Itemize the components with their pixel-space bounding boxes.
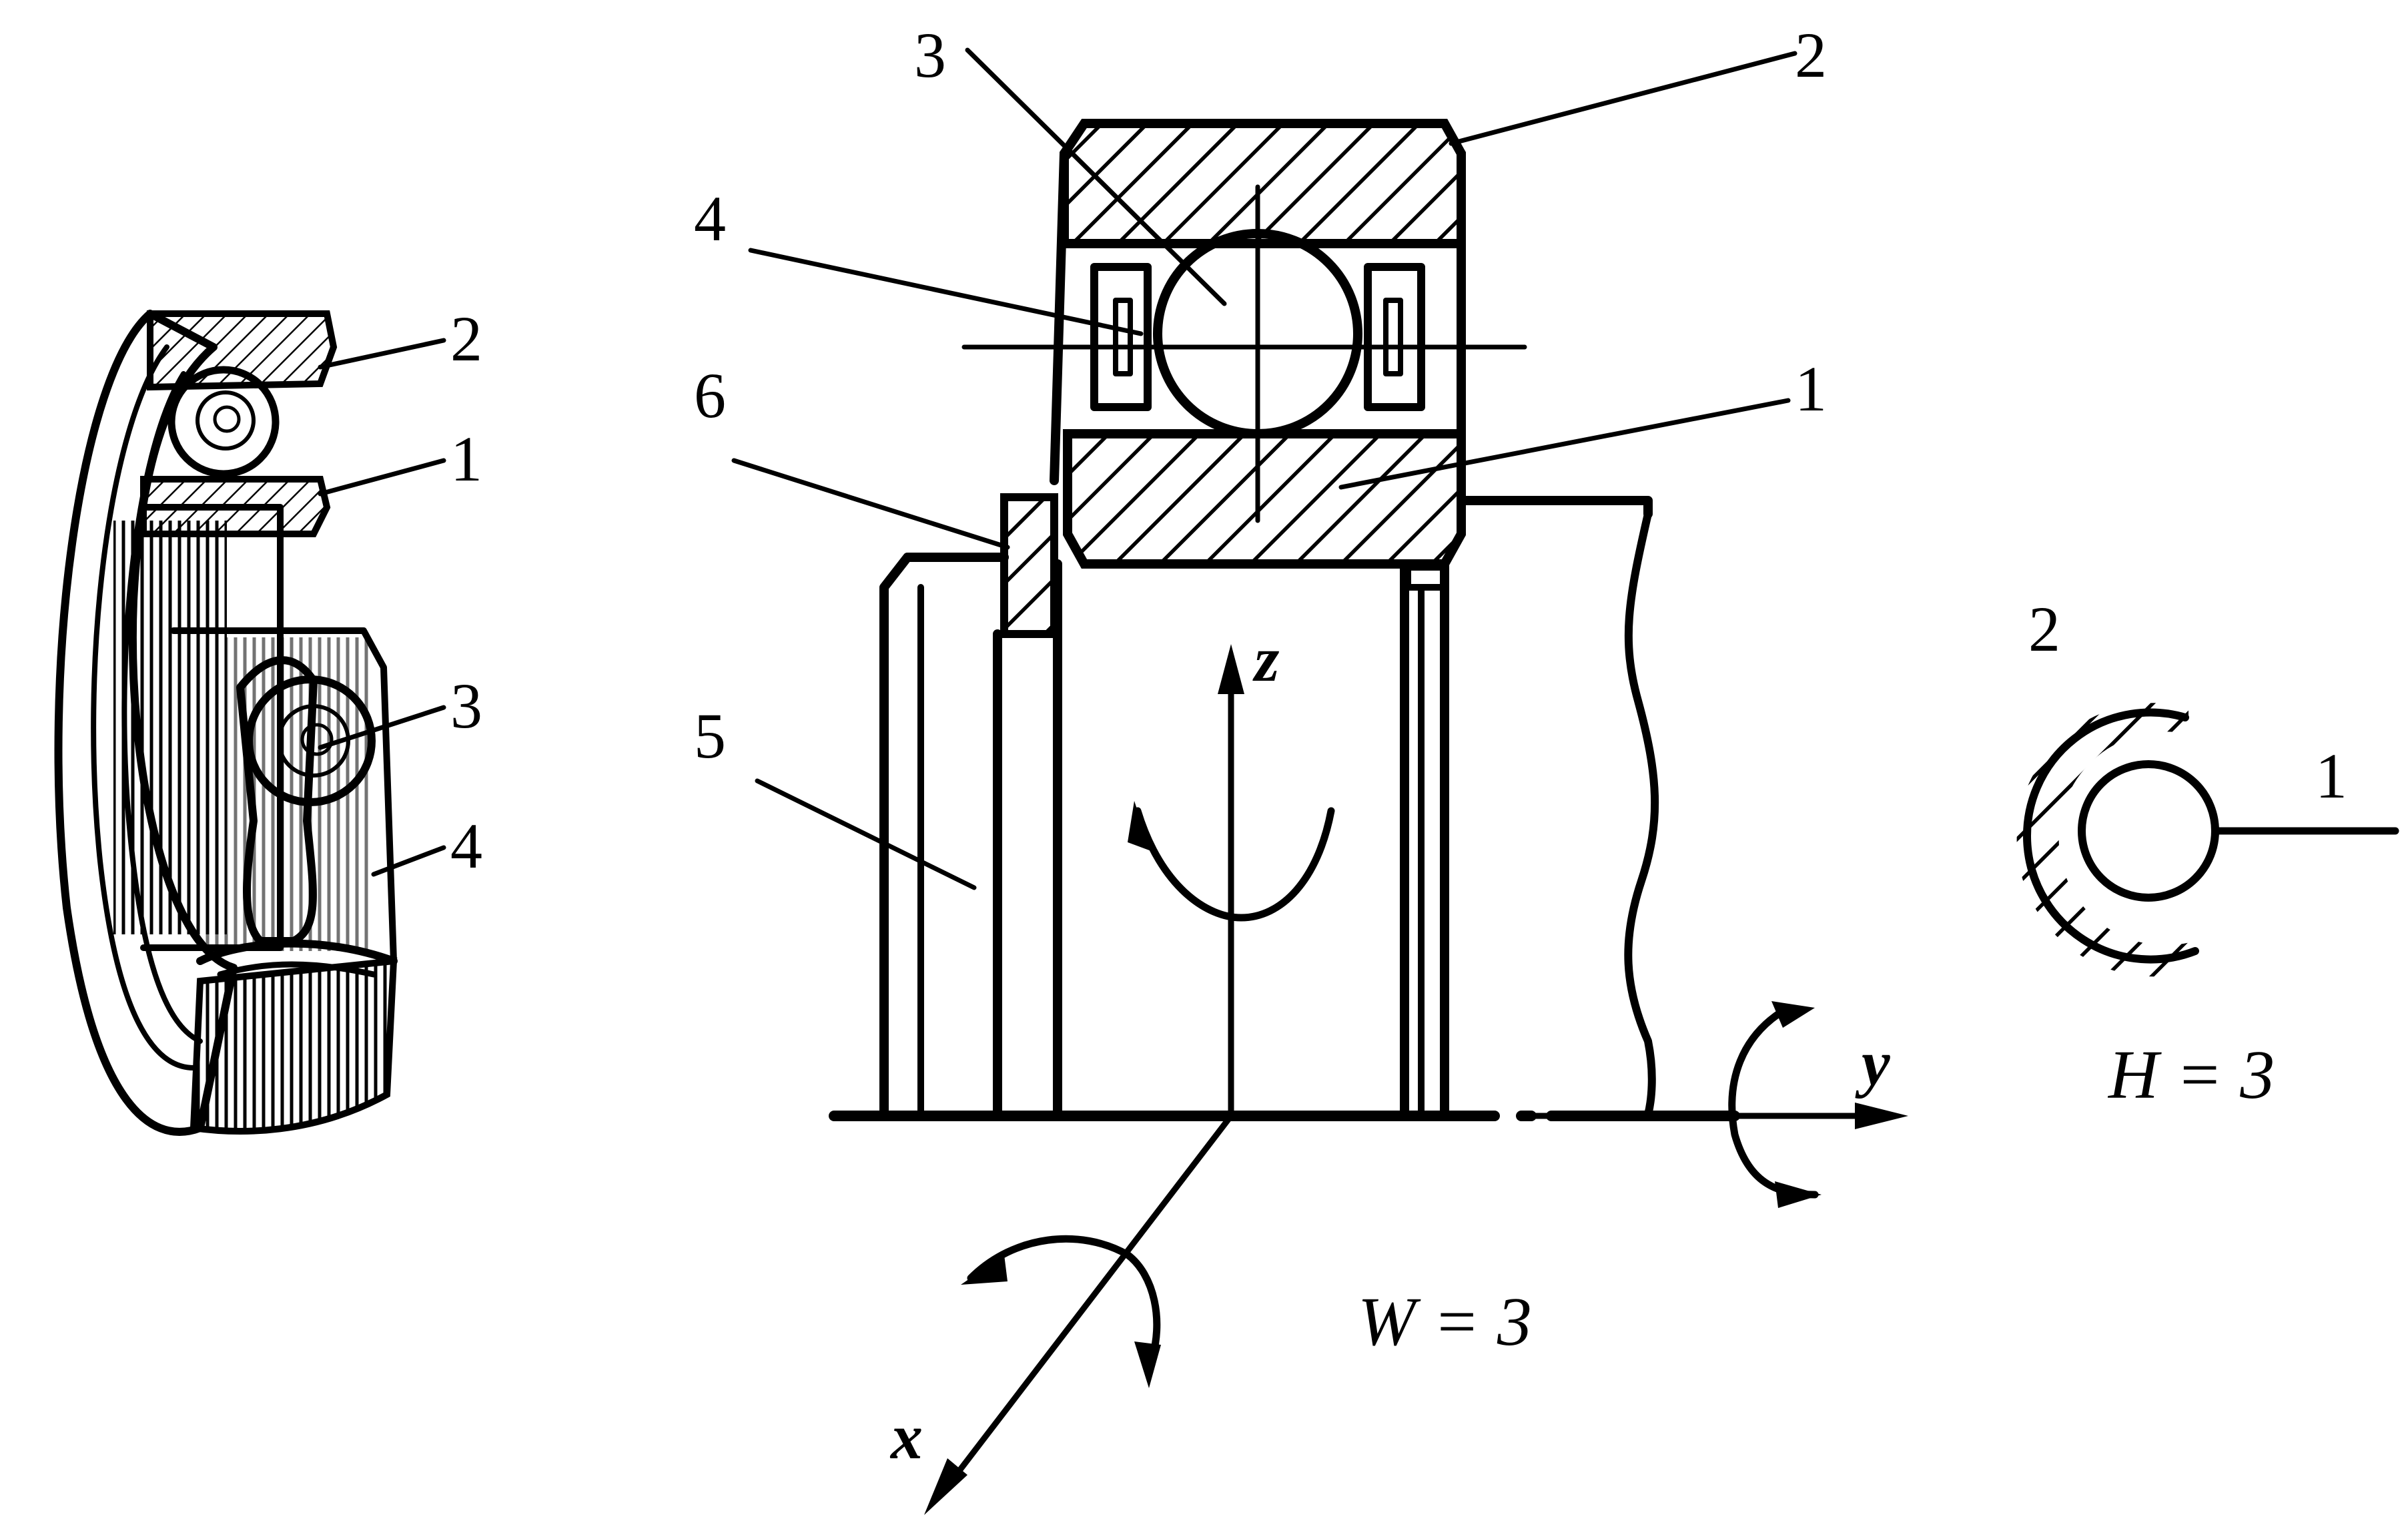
callout-scheme-1: 1 bbox=[2315, 740, 2347, 812]
bottom-band bbox=[189, 957, 398, 1135]
hatched-housing bbox=[2016, 703, 2202, 977]
y-rotation-arc bbox=[1728, 1004, 1819, 1199]
inner-ring-section bbox=[140, 476, 331, 537]
equation-h: H = 3 bbox=[2107, 1036, 2275, 1113]
cage-right bbox=[1364, 263, 1425, 411]
bearing-3d-view bbox=[54, 310, 398, 1136]
callout-section-4: 4 bbox=[694, 183, 726, 254]
callout-scheme-2: 2 bbox=[2028, 593, 2060, 665]
axis-label-z: z bbox=[1252, 623, 1279, 695]
ball-top bbox=[167, 366, 280, 478]
spacer-ring bbox=[1000, 493, 1058, 638]
callout-left-1: 1 bbox=[450, 423, 482, 495]
left-callouts bbox=[318, 338, 446, 877]
ball-symbol bbox=[2078, 760, 2219, 902]
callout-left-2: 2 bbox=[450, 303, 482, 374]
x-rotation-arc bbox=[967, 1235, 1161, 1365]
outer-ring bbox=[1060, 119, 1466, 248]
break-line bbox=[1624, 510, 1659, 1119]
cage bbox=[236, 656, 318, 945]
callout-section-3: 3 bbox=[914, 19, 946, 91]
callout-section-5: 5 bbox=[694, 700, 726, 772]
equation-w: W = 3 bbox=[1358, 1283, 1532, 1360]
callout-section-6: 6 bbox=[694, 360, 726, 431]
axis-label-y: y bbox=[1855, 1027, 1890, 1099]
ball-mid bbox=[245, 675, 376, 806]
section-callouts bbox=[731, 47, 1797, 890]
x-axis bbox=[937, 1113, 1234, 1498]
axis-label-x: x bbox=[889, 1401, 923, 1472]
shaft-step bbox=[879, 553, 1009, 1119]
bearing-section-view bbox=[829, 119, 1740, 1121]
callout-section-2: 2 bbox=[1795, 19, 1827, 91]
callout-left-3: 3 bbox=[450, 670, 482, 741]
kinematic-scheme bbox=[2016, 703, 2399, 977]
coordinate-axes bbox=[924, 644, 1908, 1515]
inner-ring bbox=[1063, 429, 1466, 569]
z-rotation-arc bbox=[1134, 807, 1335, 922]
callout-section-1: 1 bbox=[1795, 353, 1827, 424]
callout-left-4: 4 bbox=[450, 810, 482, 882]
cage-left bbox=[1090, 263, 1152, 411]
